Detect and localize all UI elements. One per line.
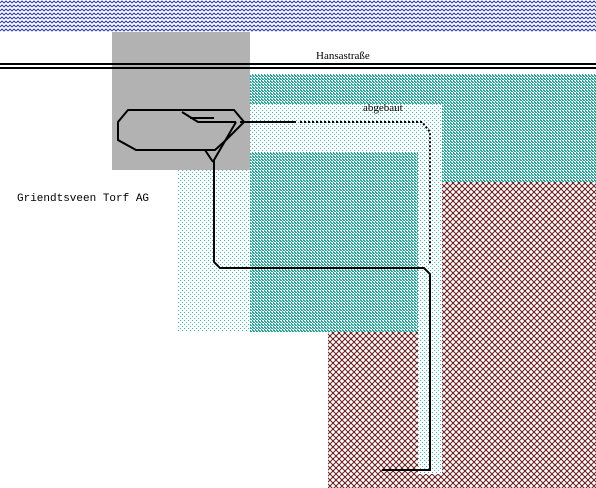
road-line-lower bbox=[0, 67, 596, 69]
road-line-upper bbox=[0, 63, 596, 65]
track-removed bbox=[300, 121, 431, 264]
track-loop bbox=[117, 109, 246, 151]
company-label: Griendtsveen Torf AG bbox=[17, 193, 150, 205]
removed-area-label: abgebaut bbox=[363, 102, 403, 114]
works-area bbox=[112, 32, 250, 170]
rail-tracks bbox=[117, 109, 431, 471]
water-area bbox=[0, 0, 596, 32]
track-main bbox=[213, 121, 431, 471]
peat-dense-area-top bbox=[250, 74, 596, 182]
street-label: Hansastraße bbox=[316, 50, 370, 62]
field-hatched-area bbox=[328, 182, 596, 488]
track-siding bbox=[181, 111, 236, 123]
track-branch bbox=[204, 149, 214, 163]
peat-dense-area-inner bbox=[250, 152, 418, 332]
